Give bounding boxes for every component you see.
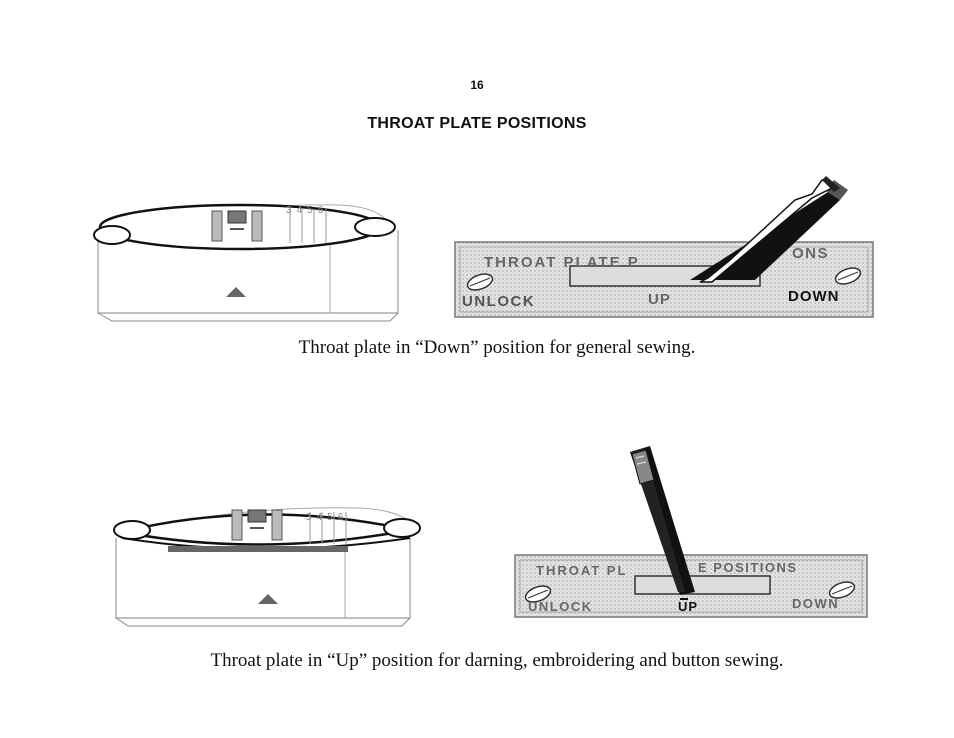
up-label: UP <box>648 291 671 308</box>
page-title: THROAT PLATE POSITIONS <box>367 115 587 132</box>
scale-mark: 5 <box>307 205 318 216</box>
down-label: DOWN <box>788 288 840 305</box>
panel-title-right: ONS <box>792 245 829 262</box>
up-label: UP <box>678 599 698 614</box>
page-number: 16 <box>470 78 484 92</box>
scale-mark: 4 <box>296 205 308 216</box>
panel-title-left: THROAT PLATE P <box>484 254 640 271</box>
panel-title-right: E POSITIONS <box>698 560 798 575</box>
scale-mark: 3 <box>286 205 297 216</box>
down-label: DOWN <box>792 596 839 611</box>
unlock-label: UNLOCK <box>528 599 593 614</box>
scale-mark: 5 <box>327 512 338 523</box>
machine-bed-illustration-down <box>93 203 399 322</box>
plate-scale-down: 3456 <box>286 205 328 216</box>
panel-labels-down: THROAT PLATE P ONS UNLOCK UP DOWN <box>462 245 840 310</box>
caption-up-position: Throat plate in “Up” position for darnin… <box>210 650 784 671</box>
scale-mark: 3 <box>306 512 317 523</box>
unlock-label: UNLOCK <box>462 293 535 310</box>
scale-mark: 6 <box>317 205 329 216</box>
caption-down-position: Throat plate in “Down” position for gene… <box>298 337 696 358</box>
machine-bed-illustration-up <box>113 507 421 627</box>
throat-plate-panel-up <box>514 446 868 618</box>
scale-mark: 4 <box>316 512 328 523</box>
throat-plate-panel-down <box>454 176 874 318</box>
panel-title-left: THROAT PL <box>536 563 627 578</box>
panel-labels-up: THROAT PL E POSITIONS UNLOCK UP DOWN <box>528 560 839 614</box>
scale-mark: 6 <box>337 512 349 523</box>
plate-scale-up: 3456 <box>306 512 348 523</box>
